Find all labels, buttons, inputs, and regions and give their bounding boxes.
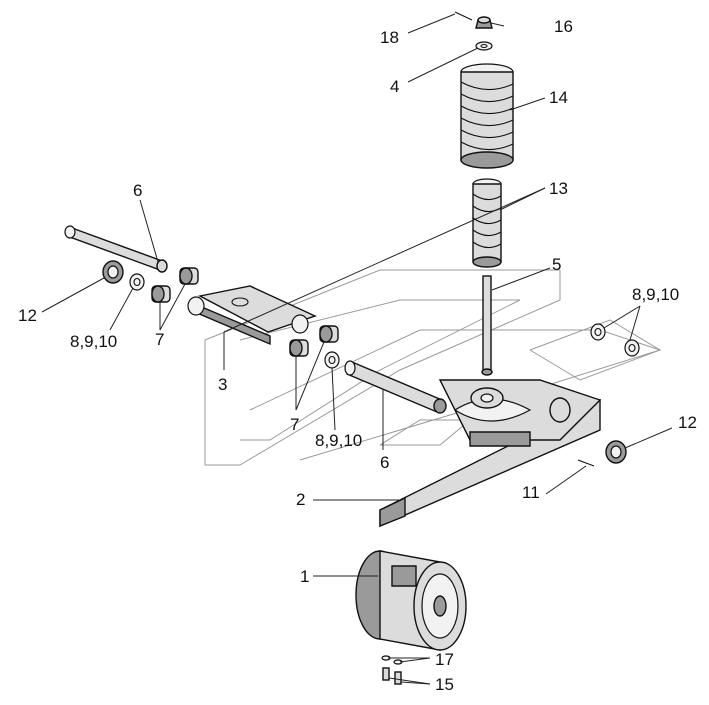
top-washer (475, 41, 493, 51)
wheel-assembly (355, 550, 467, 651)
large-spring (460, 63, 514, 169)
label-8-9-10-left: 8,9,10 (70, 332, 117, 351)
label-13: 13 (549, 179, 568, 198)
label-6-lower: 6 (380, 453, 389, 472)
top-nut (475, 16, 493, 29)
small-pin (577, 459, 595, 467)
shaft-upper (64, 225, 168, 273)
label-7-left: 7 (155, 330, 164, 349)
label-7-center: 7 (290, 415, 299, 434)
washers-center (324, 351, 340, 369)
label-18: 18 (380, 28, 399, 47)
label-5: 5 (552, 255, 561, 274)
label-3: 3 (218, 375, 227, 394)
shaft-lower (344, 360, 447, 414)
leader-lines (41, 13, 673, 685)
label-12-left: 12 (18, 306, 37, 325)
label-15: 15 (435, 675, 454, 694)
nut-right (605, 440, 627, 464)
main-frame-arm (379, 379, 602, 528)
nut-left (102, 260, 124, 284)
label-8-9-10-center: 8,9,10 (315, 431, 362, 450)
washers-right (590, 323, 640, 357)
callout-labels: 18 16 4 14 13 6 5 12 8,9,10 7 3 8,9,10 7… (18, 17, 697, 694)
split-pin (454, 11, 473, 21)
label-4: 4 (390, 77, 399, 96)
label-2: 2 (296, 490, 305, 509)
label-16: 16 (554, 17, 573, 36)
label-1: 1 (300, 567, 309, 586)
spring-rod (481, 275, 493, 376)
label-12-right: 12 (678, 413, 697, 432)
small-spring (472, 178, 502, 268)
label-8-9-10-right: 8,9,10 (632, 285, 679, 304)
label-11: 11 (522, 483, 540, 502)
washer-left (129, 273, 145, 291)
bolts-bottom (381, 655, 403, 685)
label-6-upper: 6 (133, 181, 142, 200)
label-17: 17 (435, 650, 454, 669)
bushings (151, 267, 339, 357)
label-14: 14 (549, 88, 568, 107)
rocker-arm (187, 285, 317, 346)
